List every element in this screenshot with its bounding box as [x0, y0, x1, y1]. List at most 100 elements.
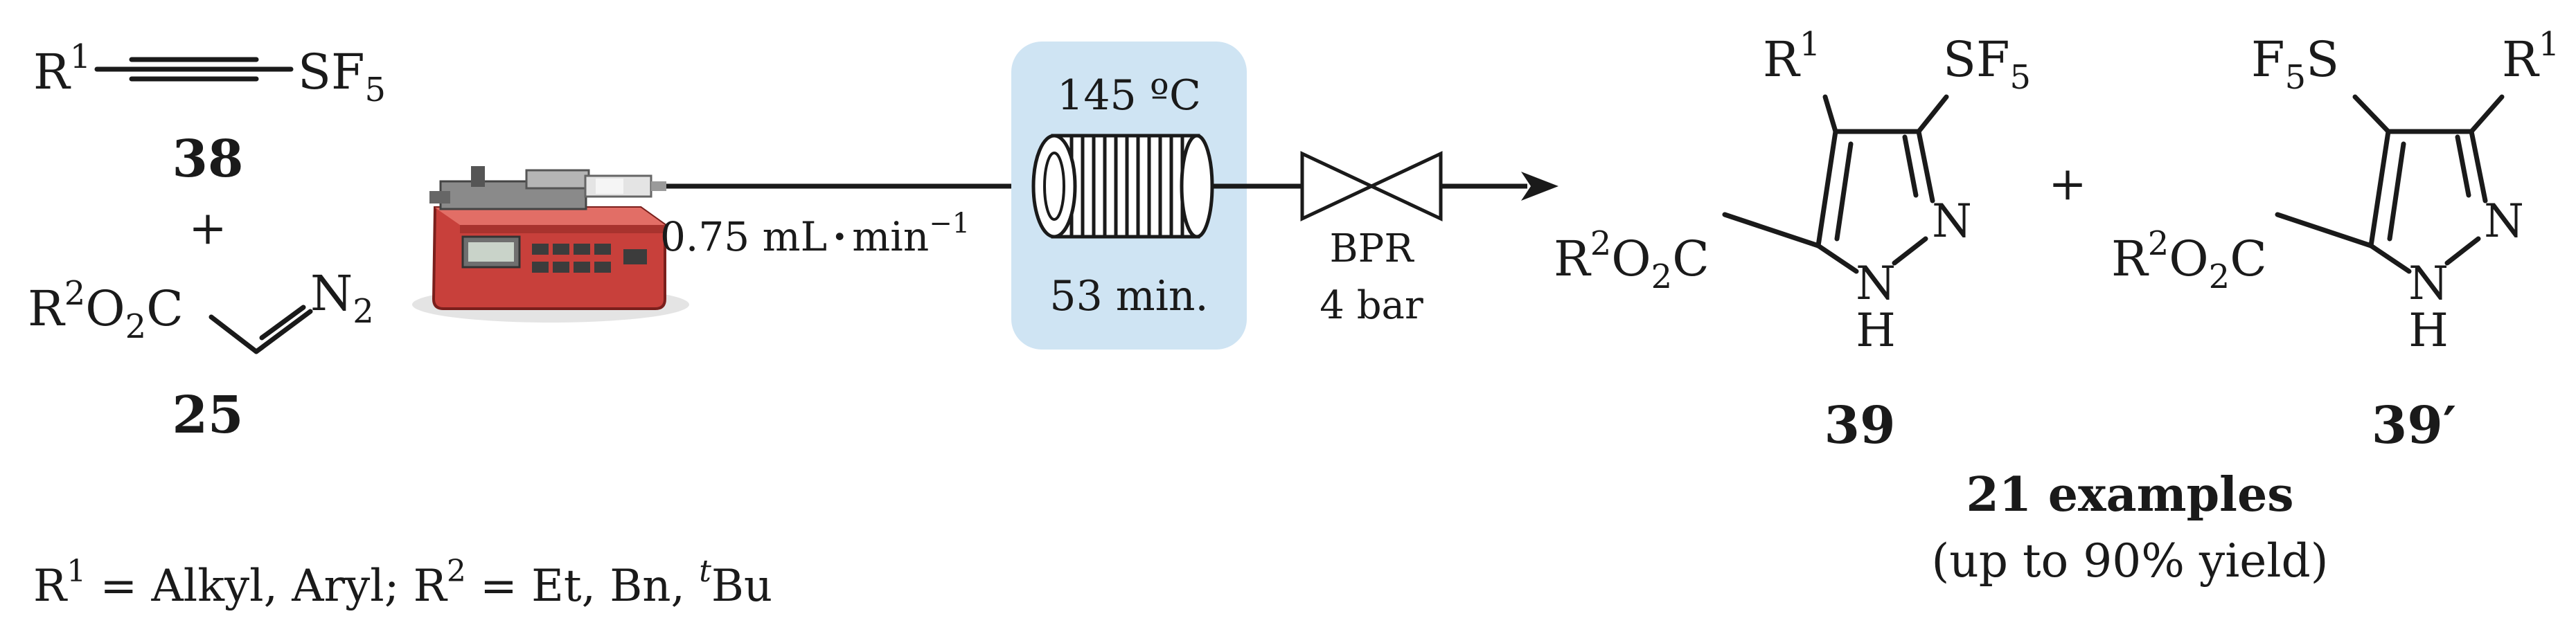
regio-pyrazole-c3-n2 [2469, 129, 2488, 203]
regio-ester-sub: 2 [2209, 257, 2230, 296]
reactor-temperature: 145 ºC [1057, 71, 1201, 120]
diazo-n-label: N [310, 265, 353, 322]
substituent-definitions: R1 = Alkyl, Aryl; R2 = Et, Bn, tBu [33, 554, 772, 612]
alkyne-r1-label: R [33, 44, 71, 100]
diazo-bond-left [208, 314, 259, 354]
subst-r2-values: = Et, Bn, [466, 561, 699, 612]
diazo-r2-sup: 2 [64, 274, 86, 313]
subst-r2-label: R [414, 561, 448, 612]
product-39-prime: F5S R1 N N H R2O2C 39′ [2111, 25, 2559, 455]
reaction-arrow-head [1521, 172, 1558, 201]
product39-sf-sub: 5 [2010, 58, 2032, 97]
product39-ester-sup: 2 [1590, 224, 1612, 263]
regio-n1-h: H [2408, 304, 2449, 357]
svg-text:SF5: SF5 [1943, 31, 2031, 97]
flow-rate-label: 0.75 mL·min−1 [660, 208, 970, 260]
residence-time: 53 min. [1049, 272, 1208, 320]
product39-r1-sup: 1 [1800, 25, 1821, 64]
regio-ester-o: O [2169, 230, 2208, 287]
regio-n1: N [2408, 257, 2449, 310]
diazo-o-sub: 2 [125, 307, 147, 346]
product39-ester-c: C [1672, 230, 1709, 287]
compound-number-39-prime: 39′ [2372, 396, 2457, 455]
regio-r1: R [2502, 31, 2540, 88]
svg-text:R2O2C: R2O2C [2111, 224, 2267, 296]
regio-f: F [2251, 31, 2285, 88]
svg-text:F5S: F5S [2251, 31, 2339, 97]
flow-rate-unit: min [852, 213, 929, 260]
regio-ester-r: R [2111, 230, 2149, 287]
regio-pyrazole-c4-c5 [2368, 129, 2391, 248]
regio-c3-r1-bond [2469, 94, 2505, 134]
regio-c5-ester-bond [2275, 212, 2374, 248]
svg-text:N2: N2 [310, 265, 374, 331]
pyrazole-c4-c5 [1815, 129, 1838, 248]
reagent-alkyne-38: R1 SF5 38 [33, 37, 386, 189]
svg-text:R2O2C: R2O2C [28, 274, 184, 346]
flow-rate-value: 0.75 mL [660, 213, 827, 260]
regio-pyrazole-c5-n1 [2368, 243, 2412, 274]
diazo-r2-label: R [28, 280, 66, 337]
subst-r1-sup: 1 [66, 554, 86, 589]
compound-number-38: 38 [172, 129, 244, 189]
product39-ester-r: R [1554, 230, 1592, 287]
svg-text:R1: R1 [1763, 25, 1820, 88]
coil-icon [1031, 134, 1214, 239]
regio-f-sub: 5 [2285, 58, 2307, 97]
c4-r1-bond [1822, 94, 1838, 134]
product39-n1: N [1856, 257, 1896, 310]
regio-pyrazole-c4-c5-double [2387, 141, 2406, 242]
svg-text:R1: R1 [2502, 25, 2559, 88]
product-plus-sign: + [2048, 157, 2086, 210]
regio-ester-sup: 2 [2148, 224, 2169, 263]
subst-tbu-prefix: t [699, 554, 711, 589]
bpr-pressure: 4 bar [1320, 283, 1423, 328]
pyrazole-c3-n2 [1916, 129, 1935, 203]
pyrazole-c5-n1 [1815, 243, 1859, 274]
regio-s: S [2306, 31, 2339, 88]
bpr-valve-icon [1300, 151, 1443, 221]
regio-pyrazole-c3-n2-double [2455, 134, 2471, 198]
reagent-diazo-25: R2O2C N2 25 [28, 265, 374, 445]
diazo-double-bond-inner [259, 305, 306, 341]
regio-n2: N [2484, 194, 2524, 248]
compound-number-25: 25 [172, 386, 244, 445]
alkyne-sf-sub: 5 [365, 71, 387, 109]
diazo-double-bond-outer [254, 309, 313, 354]
product39-n1-h: H [1856, 304, 1896, 357]
regio-c4-sf5-bond [2352, 94, 2391, 134]
alkyne-r1-sup: 1 [70, 37, 91, 76]
flow-rate-dot: · [833, 213, 846, 260]
product39-r1: R [1763, 31, 1801, 88]
flow-rate-exponent: −1 [929, 208, 970, 239]
alkyne-sf-label: SF [298, 44, 365, 100]
compound-number-39: 39 [1824, 396, 1896, 455]
product39-ester-sub: 2 [1651, 257, 1673, 296]
c3-sf5-bond [1916, 94, 1949, 134]
diazo-o-label: O [85, 280, 125, 337]
pyrazole-n1-n2 [1892, 236, 1928, 266]
subst-r1-label: R [33, 561, 68, 612]
bpr-label: BPR [1330, 226, 1415, 271]
regio-ester-c: C [2230, 230, 2267, 287]
product39-n2: N [1932, 194, 1972, 248]
product39-sf: SF [1943, 31, 2010, 88]
regio-pyrazole-n1-n2 [2444, 236, 2481, 266]
examples-count: 21 examples [1966, 467, 2293, 523]
syringe-pump-icon [412, 166, 689, 323]
svg-text:R1: R1 [33, 37, 91, 100]
svg-text:SF5: SF5 [298, 44, 386, 109]
svg-text:R2O2C: R2O2C [1554, 224, 1709, 296]
coil-reactor: 145 ºC 53 min. [1011, 42, 1247, 350]
subst-tbu: Bu [711, 561, 772, 612]
product39-ester-o: O [1611, 230, 1651, 287]
yield-range: (up to 90% yield) [1932, 534, 2329, 588]
diazo-c-label: C [146, 280, 184, 337]
regio-r1-sup: 1 [2539, 25, 2560, 64]
pyrazole-c3-n2-double [1902, 134, 1919, 198]
subst-r2-sup: 2 [447, 554, 466, 589]
diazo-n-sub: 2 [353, 292, 374, 331]
pyrazole-c4-c5-double [1834, 141, 1854, 242]
subst-r1-values: = Alkyl, Aryl; [86, 561, 413, 612]
